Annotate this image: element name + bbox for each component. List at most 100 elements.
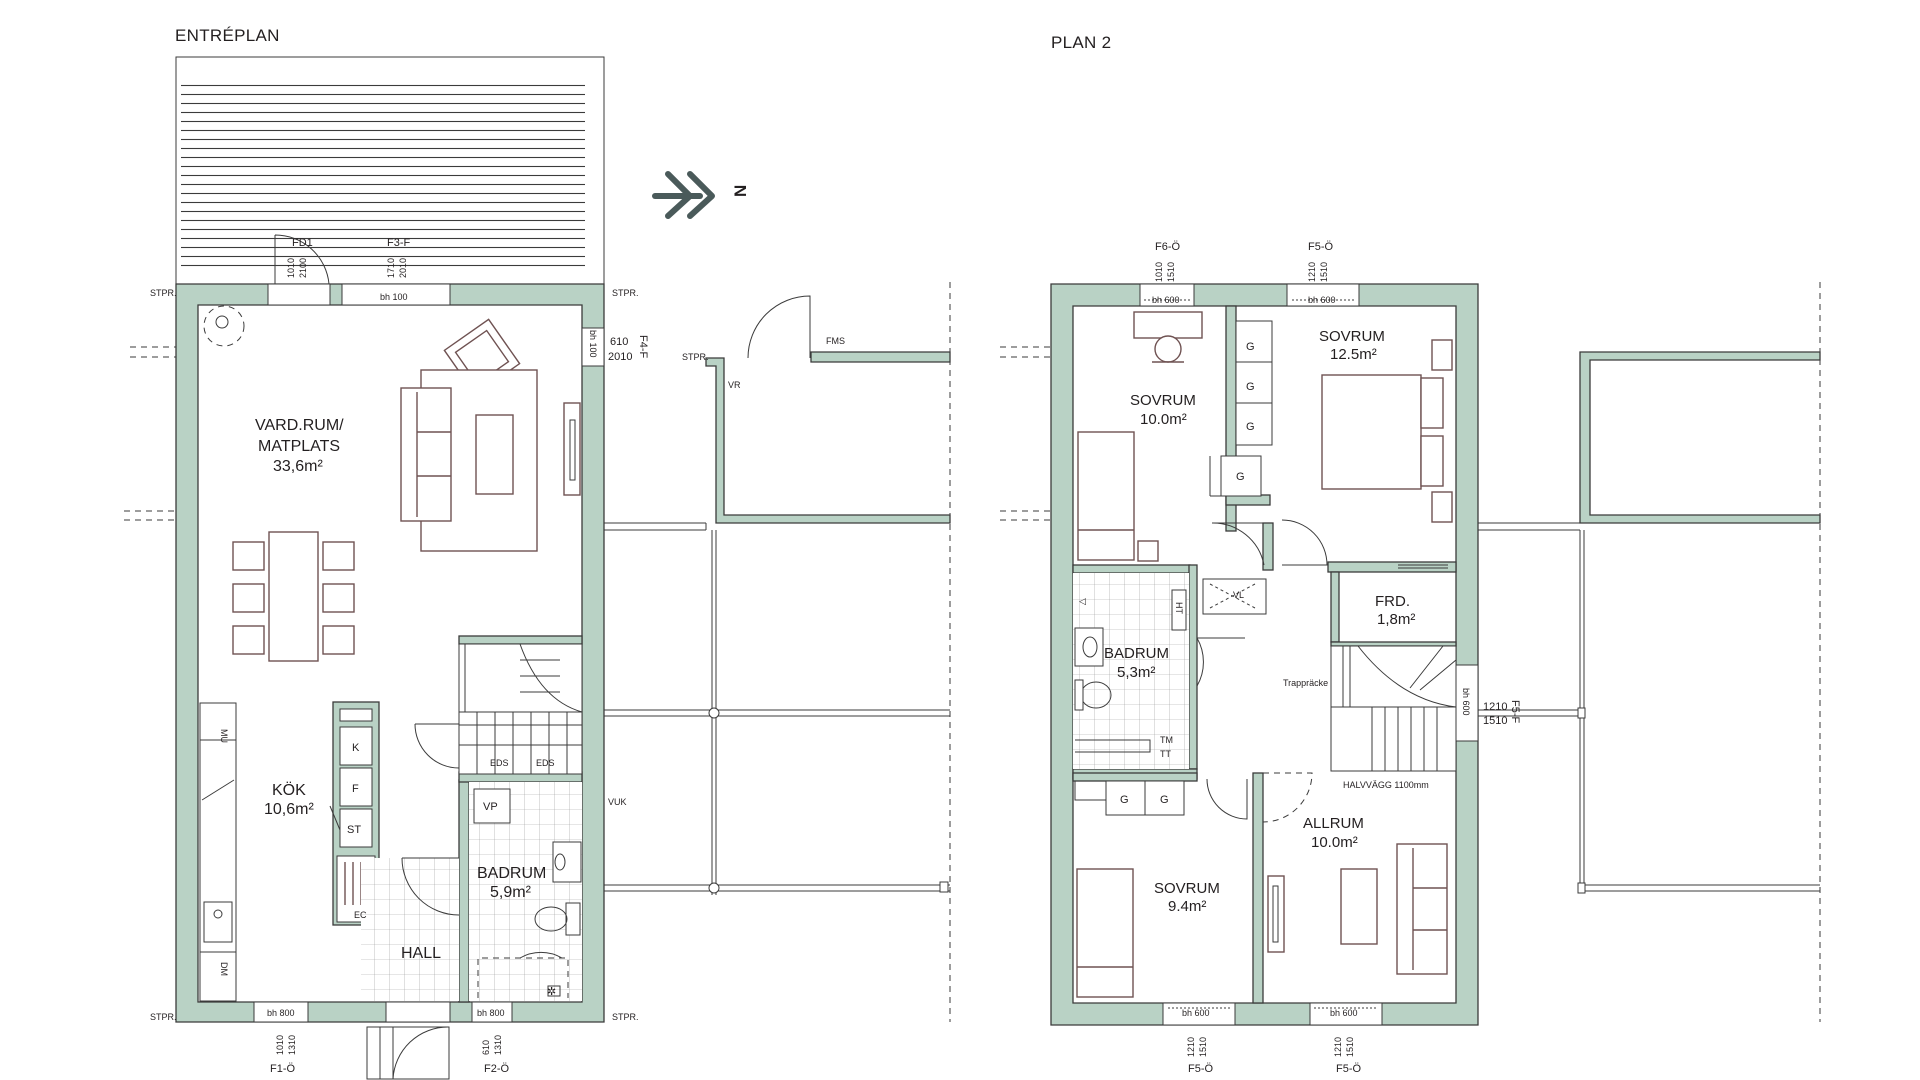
window-f2[interactable] <box>471 1001 513 1023</box>
window-f5f-dims-2: 1510 <box>1483 715 1507 727</box>
hall-name: HALL <box>401 945 441 962</box>
window-f4[interactable] <box>581 327 605 367</box>
ground-floor-title: ENTRÉPLAN <box>175 26 280 45</box>
wall-bath-east <box>1188 564 1198 770</box>
allrum-name: ALLRUM <box>1303 815 1364 832</box>
dining-chair <box>322 541 355 571</box>
living-room-name-2: MATPLATS <box>258 438 340 455</box>
window-fd1[interactable] <box>267 283 331 306</box>
window-f1-bh: bh 800 <box>267 1008 295 1018</box>
toilet <box>565 902 581 936</box>
window-f3-dims-1: 1710 <box>386 258 396 278</box>
door-bed2-swing[interactable] <box>1281 519 1328 566</box>
fixture-g: G <box>1246 341 1255 353</box>
window-f5a-bh: bh 600 <box>1308 295 1336 305</box>
window-f4-dims-1: 610 <box>610 336 628 348</box>
window-f3-dims-2: 2010 <box>398 258 408 278</box>
door-annex-swing[interactable] <box>747 295 811 359</box>
door-kitchen-swing[interactable] <box>414 723 460 769</box>
window-f2-dims-2: 1310 <box>493 1035 503 1055</box>
bed3-name: SOVRUM <box>1154 880 1220 897</box>
dining-chair <box>232 541 265 571</box>
fixture-st: ST <box>347 824 361 836</box>
upper-floor-title: PLAN 2 <box>1051 33 1112 52</box>
bed1-area: 10.0m² <box>1140 411 1187 428</box>
fixture-g: G <box>1160 794 1169 806</box>
sliding-door[interactable] <box>1398 564 1448 569</box>
bedside-2 <box>1431 339 1453 371</box>
annex-roof-line <box>604 522 707 531</box>
stpr-label: STPR. <box>612 1012 639 1022</box>
desk <box>1133 311 1203 339</box>
window-f5a-dims-1: 1210 <box>1307 262 1317 282</box>
window-f4-bh: bh 100 <box>588 330 598 358</box>
door-bed1-swing[interactable] <box>1211 522 1265 566</box>
fixture-g: G <box>1120 794 1129 806</box>
fixture-g: G <box>1246 421 1255 433</box>
window-f4-code: F4-F <box>637 335 649 359</box>
window-f3[interactable] <box>341 283 451 306</box>
frd-name: FRD. <box>1375 593 1410 610</box>
fixture-mu: MU <box>219 729 229 743</box>
bath-drain-icon: ✲ <box>547 986 556 998</box>
window-f6-bh: bh 600 <box>1152 295 1180 305</box>
fixture-k: K <box>352 742 360 754</box>
half-wall-label: HALVVÄGG 1100mm <box>1343 780 1429 790</box>
wall-closet-stub <box>1262 522 1274 571</box>
fixture-ht: HT <box>1174 602 1184 614</box>
staircase <box>458 643 583 775</box>
frd-area: 1,8m² <box>1377 611 1415 628</box>
outside-vr: VR <box>728 380 741 390</box>
bedside-1 <box>1137 540 1159 562</box>
sink-icon <box>203 901 233 943</box>
window-f5b-dims-1: 1210 <box>1186 1037 1196 1057</box>
door-fd1-swing[interactable] <box>274 234 330 285</box>
fixture-vl: VL <box>1233 590 1244 600</box>
bed-3 <box>1076 868 1134 998</box>
door-hall-swing[interactable] <box>401 857 460 916</box>
window-fd1-dims-1: 1010 <box>286 258 296 278</box>
window-f5c-dims-1: 1210 <box>1333 1037 1343 1057</box>
stpr-label: STPR. <box>150 288 177 298</box>
window-f5c-dims-2: 1510 <box>1345 1037 1355 1057</box>
window-f5c-code: F5-Ö <box>1336 1063 1362 1075</box>
door-opening-entry[interactable] <box>385 1001 451 1023</box>
coffee-table <box>475 414 514 495</box>
window-f1[interactable] <box>253 1001 309 1023</box>
window-f5f-bh: bh 600 <box>1461 688 1471 716</box>
dining-chair <box>322 625 355 655</box>
stair-rail-label: Trappräcke <box>1283 678 1328 688</box>
hall-floor <box>361 858 459 1001</box>
dining-chair <box>322 583 355 613</box>
upper-bath-sink <box>1074 627 1104 667</box>
fixture-dm: DM <box>219 962 229 976</box>
stpr-label: STPR. <box>612 288 639 298</box>
annex-wall <box>705 357 951 524</box>
fixture-f: F <box>352 783 359 795</box>
window-f5b-dims-2: 1510 <box>1198 1037 1208 1057</box>
window-f5b-bh: bh 600 <box>1182 1008 1210 1018</box>
window-f5c-bh: bh 600 <box>1330 1008 1358 1018</box>
outside-vuk: VUK <box>608 797 627 807</box>
window-f1-dims-1: 1010 <box>275 1035 285 1055</box>
window-f5b-code: F5-Ö <box>1188 1063 1214 1075</box>
sofa <box>400 387 452 522</box>
dining-table <box>268 531 319 662</box>
toilet-bowl <box>534 906 568 932</box>
window-f5a-code: F5-Ö <box>1308 241 1334 253</box>
ground-bath-name: BADRUM <box>477 865 546 882</box>
double-bed <box>1321 374 1422 490</box>
door-bed3-swing[interactable] <box>1206 778 1248 820</box>
upper-staircase <box>1330 645 1457 772</box>
living-room-area: 33,6m² <box>273 458 323 475</box>
deck-planks <box>181 78 585 271</box>
door-allrum-swing[interactable] <box>1262 772 1313 823</box>
upper-bath-counter <box>1075 739 1151 753</box>
stair-wall <box>458 635 583 645</box>
window-fd1-dims-2: 2100 <box>298 258 308 278</box>
door-bath-swing[interactable] <box>1196 637 1245 687</box>
dimension-line <box>124 346 176 521</box>
window-f3-bh: bh 100 <box>380 292 408 302</box>
vp-unit <box>473 788 511 824</box>
